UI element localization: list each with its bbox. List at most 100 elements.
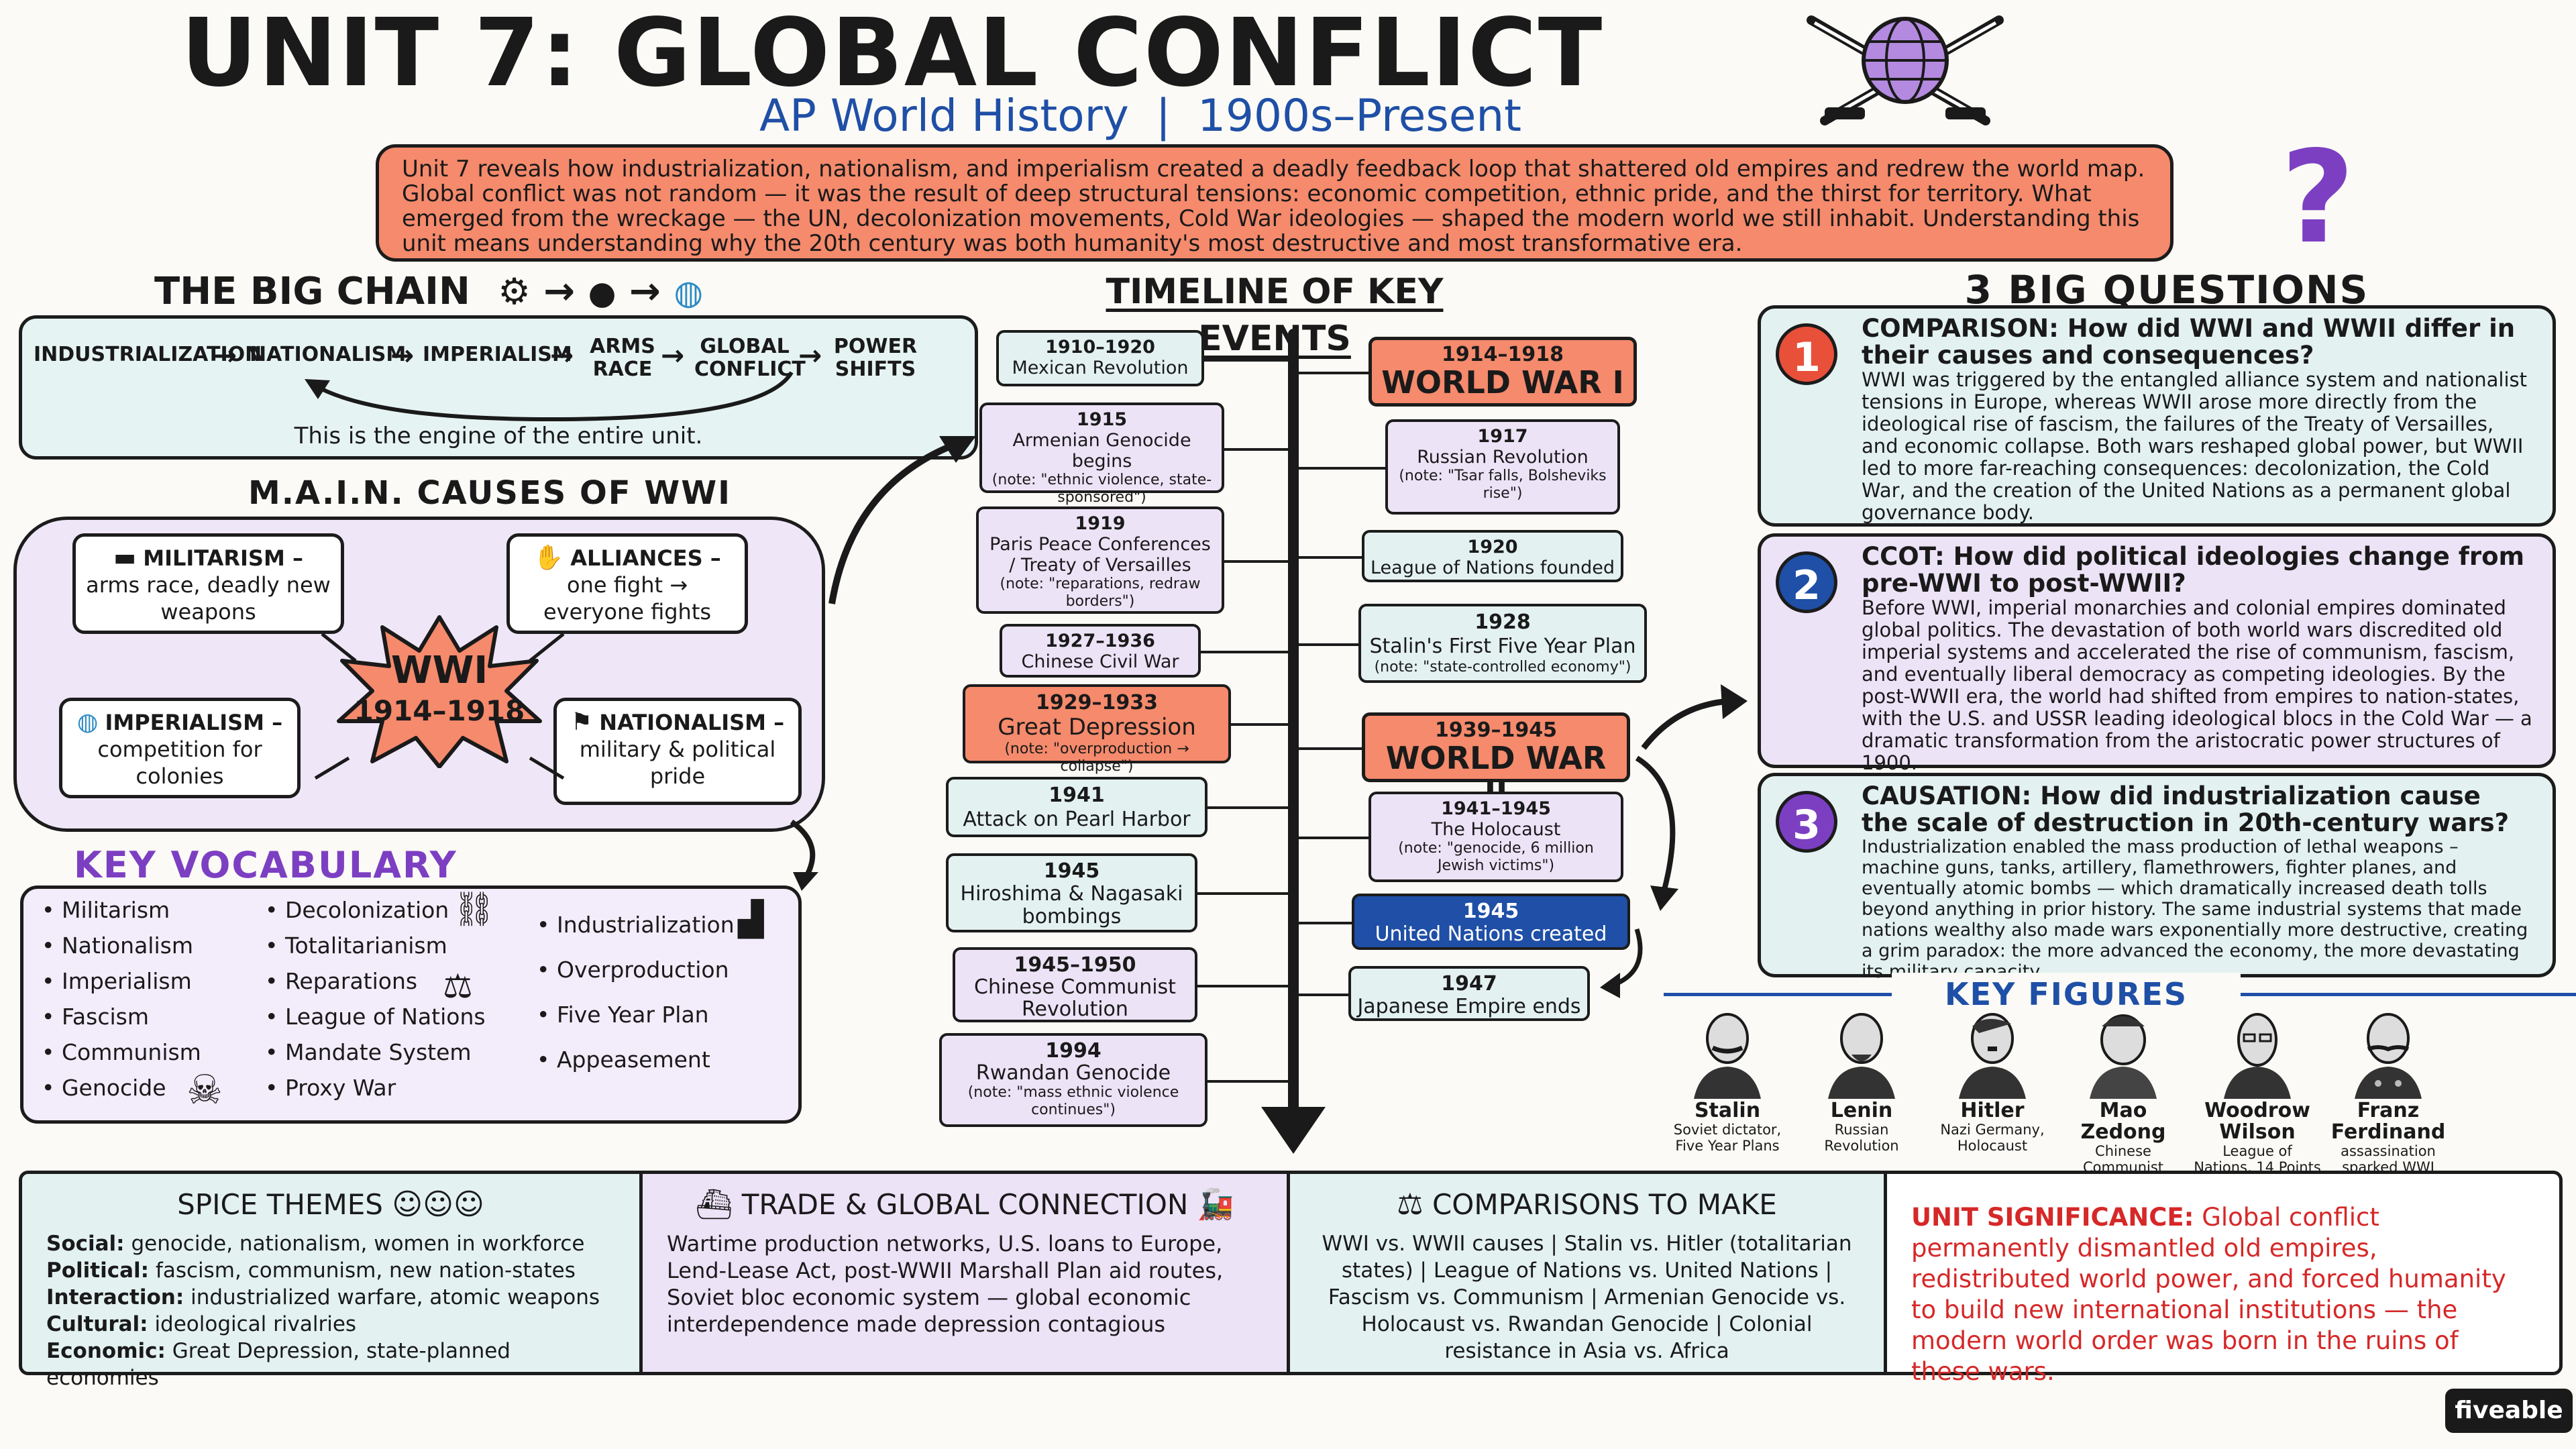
comparisons-title-text: COMPARISONS TO MAKE bbox=[1432, 1188, 1777, 1221]
event-year: 1929–1933 bbox=[1036, 691, 1158, 714]
chain-item-arms-race: ARMS RACE bbox=[590, 335, 655, 381]
subtitle-separator: | bbox=[1155, 90, 1171, 142]
event-name: Paris Peace Conferences / Treaty of Vers… bbox=[989, 534, 1211, 576]
feedback-loop-arrow bbox=[305, 371, 794, 422]
event-name: Attack on Pearl Harbor bbox=[963, 808, 1191, 831]
event-year: 1939–1945 bbox=[1435, 718, 1557, 742]
event-name: The Holocaust bbox=[1431, 819, 1561, 840]
spice-line-cultural: Cultural: ideological rivalries bbox=[46, 1311, 615, 1338]
timeline-tick bbox=[1231, 723, 1288, 726]
train-icon: 🚂 bbox=[1197, 1187, 1234, 1222]
unit-significance-label: UNIT SIGNIFICANCE: bbox=[1911, 1203, 2194, 1232]
unit-significance-panel: UNIT SIGNIFICANCE: Global conflict perma… bbox=[1884, 1171, 2563, 1386]
portrait-icon bbox=[2224, 1013, 2291, 1099]
vocab-item: Totalitarianism bbox=[265, 928, 533, 963]
vocab-item: League of Nations bbox=[265, 999, 533, 1034]
vocab-item: Industrialization bbox=[537, 902, 758, 947]
event-year: 1917 bbox=[1477, 426, 1528, 447]
event-year: 1994 bbox=[1045, 1039, 1102, 1063]
vocab-column-2: Decolonization Totalitarianism Reparatio… bbox=[265, 892, 533, 1106]
cause-militarism-label: MILITARISM – bbox=[143, 545, 303, 571]
spice-key: Cultural: bbox=[46, 1312, 148, 1336]
figure-name: Hitler bbox=[1960, 1099, 2025, 1122]
timeline-tick bbox=[1299, 643, 1358, 646]
vocab-item: Decolonization bbox=[265, 892, 533, 928]
globe-icon: ◍ bbox=[674, 273, 704, 312]
vocab-item: Communism bbox=[42, 1034, 243, 1070]
spice-value: fascism, communism, new nation-states bbox=[155, 1258, 576, 1283]
key-figure-lenin: Lenin Russian Revolution bbox=[1798, 1006, 1925, 1154]
timeline-tick bbox=[1299, 556, 1362, 559]
event-year: 1927–1936 bbox=[1045, 631, 1155, 651]
event-year: 1947 bbox=[1441, 972, 1497, 996]
gear-icon: ⚙ bbox=[498, 270, 531, 313]
question-card-comparison: 1 COMPARISON: How did WWI and WWII diffe… bbox=[1758, 305, 2556, 527]
event-year: 1945–1950 bbox=[1014, 953, 1136, 977]
event-name: United Nations created bbox=[1375, 922, 1607, 946]
cause-militarism: ▬ MILITARISM – arms race, deadly new wea… bbox=[72, 533, 344, 634]
portrait-icon bbox=[1828, 1013, 1895, 1099]
figure-desc: Nazi Germany, Holocaust bbox=[1940, 1122, 2045, 1154]
timeline-tick bbox=[1299, 922, 1352, 924]
question-heading: CAUSATION: How did industrialization cau… bbox=[1862, 782, 2510, 837]
key-vocabulary-title: KEY VOCABULARY bbox=[74, 844, 458, 886]
timeline-tick bbox=[1299, 994, 1348, 996]
vocab-item: Militarism bbox=[42, 892, 243, 928]
key-figure-stalin: Stalin Soviet dictator, Five Year Plans bbox=[1664, 1006, 1791, 1154]
vocab-item: Overproduction bbox=[537, 947, 758, 992]
spice-value: genocide, nationalism, women in workforc… bbox=[131, 1232, 585, 1256]
arrow-right-icon: → bbox=[629, 270, 661, 313]
big-chain-note: This is the engine of the entire unit. bbox=[294, 423, 703, 449]
figure-name: Mao Zedong bbox=[2080, 1099, 2166, 1144]
event-year: 1914–1918 bbox=[1442, 343, 1564, 366]
timeline-tick bbox=[1201, 651, 1288, 653]
vocab-item: Mandate System bbox=[265, 1034, 533, 1070]
chain-item-imperialism: IMPERIALISM bbox=[423, 343, 572, 366]
portrait-icon bbox=[2090, 1014, 2157, 1099]
spice-value: ideological rivalries bbox=[154, 1312, 357, 1336]
event-note: (note: "mass ethnic violence continues") bbox=[967, 1084, 1179, 1118]
event-year: 1915 bbox=[1076, 409, 1128, 430]
flag-icon: ⚑ bbox=[570, 708, 593, 736]
broken-chain-icon: ⛓ bbox=[453, 890, 496, 928]
cause-connector-arrows bbox=[314, 633, 565, 780]
question-answer: Before WWI, imperial monarchies and colo… bbox=[1862, 596, 2532, 774]
question-answer: Industrialization enabled the mass produ… bbox=[1862, 837, 2528, 982]
crossed-swords-globe-icon bbox=[1807, 15, 2004, 125]
figure-name: Woodrow Wilson bbox=[2204, 1099, 2310, 1144]
event-name: Rwandan Genocide bbox=[975, 1061, 1171, 1085]
figure-name: Lenin bbox=[1830, 1099, 1893, 1122]
timeline-tick bbox=[1224, 448, 1288, 451]
people-icon: ☺☺☺ bbox=[392, 1187, 484, 1222]
wwi-center-label: WWI bbox=[390, 649, 488, 692]
big-questions-title: 3 BIG QUESTIONS bbox=[1964, 267, 2369, 313]
key-figure-woodrow-wilson: Woodrow Wilson League of Nations, 14 Poi… bbox=[2194, 1006, 2321, 1175]
spice-line-social: Social: genocide, nationalism, women in … bbox=[46, 1230, 615, 1257]
vocab-item: Appeasement bbox=[537, 1037, 758, 1082]
ww2-to-questions-arrow bbox=[1641, 684, 1748, 750]
page-title: UNIT 7: GLOBAL CONFLICT bbox=[180, 0, 1604, 108]
chain-to-timeline-arrow bbox=[828, 436, 976, 604]
event-note: (note: "genocide, 6 million Jewish victi… bbox=[1398, 840, 1594, 874]
event-year: 1941 bbox=[1049, 784, 1105, 807]
spice-key: Political: bbox=[46, 1258, 150, 1283]
comparisons-title: ⚖ COMPARISONS TO MAKE bbox=[1314, 1185, 1860, 1225]
trade-global-text: Wartime production networks, U.S. loans … bbox=[667, 1231, 1224, 1337]
ship-icon: ⛴ bbox=[695, 1187, 733, 1222]
event-year: 1945 bbox=[1043, 859, 1100, 883]
comparisons-text: WWI vs. WWII causes | Stalin vs. Hitler … bbox=[1322, 1232, 1852, 1363]
un-to-japan-arrow bbox=[1600, 928, 1643, 998]
timeline-tick bbox=[1299, 837, 1368, 839]
question-card-ccot: 2 CCOT: How did political ideologies cha… bbox=[1758, 533, 2556, 774]
spice-line-political: Political: fascism, communism, new natio… bbox=[46, 1257, 615, 1284]
chain-arrow-icon: → bbox=[390, 339, 415, 372]
spice-value: Great Depression, state-planned economie… bbox=[46, 1339, 511, 1390]
spice-themes-title-text: SPICE THEMES bbox=[177, 1188, 383, 1221]
unit-intro: Unit 7 reveals how industrialization, na… bbox=[376, 144, 2174, 262]
